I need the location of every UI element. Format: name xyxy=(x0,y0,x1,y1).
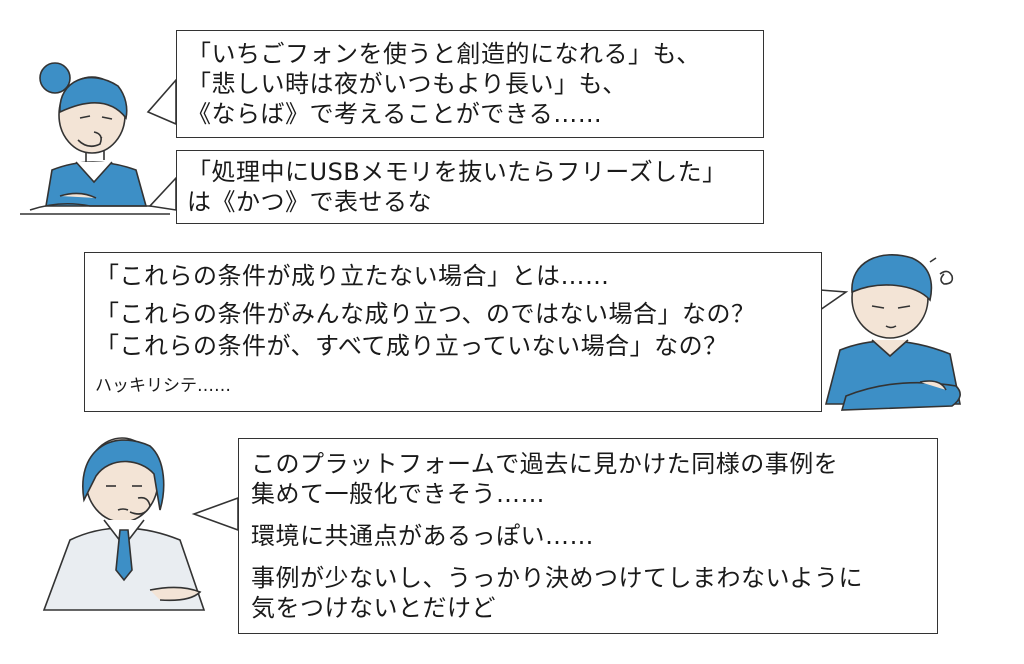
bubble4-line-3: 環境に共通点があるっぽい…… xyxy=(251,522,594,550)
man-tired-illustration xyxy=(824,254,961,411)
speech-bubble-4: このプラットフォームで過去に見かけた同様の事例を 集めて一般化できそう…… 環境… xyxy=(238,438,938,634)
tail-bubble4 xyxy=(191,496,239,532)
bubble1-line-3: 《ならば》で考えることができる…… xyxy=(187,100,603,128)
speech-bubble-2: 「処理中にUSBメモリを抜いたらフリーズした」 は《かつ》で表せるな xyxy=(176,150,764,224)
bubble3-line-1: 「これらの条件が成り立たない場合」とは…… xyxy=(95,262,610,290)
tail-bubble1 xyxy=(146,77,177,126)
bubble3-line-3: 「これらの条件が、すべて成り立っていない場合」なの？ xyxy=(95,332,728,360)
bubble3-whisper: ハッキリシテ…… xyxy=(95,376,231,396)
bubble2-line-2: は《かつ》で表せるな xyxy=(187,188,432,216)
bubble4-line-2: 集めて一般化できそう…… xyxy=(251,480,545,508)
tail-bubble3 xyxy=(819,289,849,312)
bubble4-line-1: このプラットフォームで過去に見かけた同様の事例を xyxy=(251,450,839,478)
speech-bubble-3: 「これらの条件が成り立たない場合」とは…… 「これらの条件がみんな成り立つ、ので… xyxy=(84,252,822,412)
woman-thinking-illustration xyxy=(20,62,176,215)
bubble3-line-2: 「これらの条件がみんな成り立つ、のではない場合」なの？ xyxy=(95,300,756,328)
bubble2-line-1: 「処理中にUSBメモリを抜いたらフリーズした」 xyxy=(187,158,727,186)
woman-pondering-illustration xyxy=(42,437,206,611)
bubble1-line-1: 「いちごフォンを使うと創造的になれる」も、 xyxy=(187,40,701,68)
speech-bubble-1: 「いちごフォンを使うと創造的になれる」も、 「悲しい時は夜がいつもより長い」も、… xyxy=(176,30,764,138)
tail-bubble2 xyxy=(148,175,177,211)
bubble4-line-4: 事例が少ないし、うっかり決めつけてしまわないように xyxy=(251,564,864,592)
bubble4-line-5: 気をつけないとだけど xyxy=(251,594,496,622)
bubble1-line-2: 「悲しい時は夜がいつもより長い」も、 xyxy=(187,70,627,98)
